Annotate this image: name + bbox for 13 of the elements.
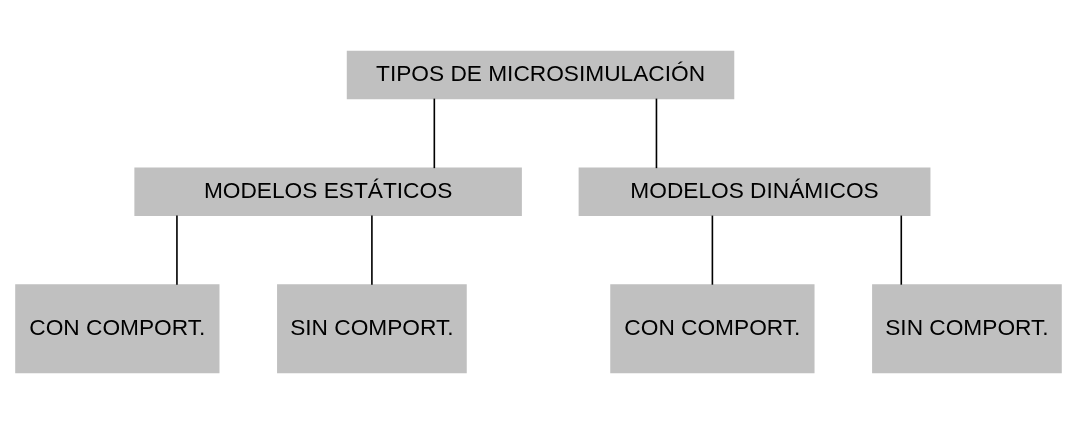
node-box: TIPOS DE MICROSIMULACIÓN (346, 50, 735, 99)
connector (176, 214, 178, 285)
node-box: CON COMPORT. (610, 283, 815, 373)
node-box: MODELOS ESTÁTICOS (134, 166, 522, 216)
node-box: SIN COMPORT. (872, 283, 1062, 373)
connector (655, 97, 658, 169)
node-box: MODELOS DINÁMICOS (578, 166, 931, 216)
connector (433, 97, 436, 169)
connector (900, 214, 903, 285)
connector (711, 214, 714, 285)
connector (371, 214, 373, 285)
node-box: CON COMPORT. (15, 283, 220, 373)
node-box: SIN COMPORT. (277, 283, 467, 373)
